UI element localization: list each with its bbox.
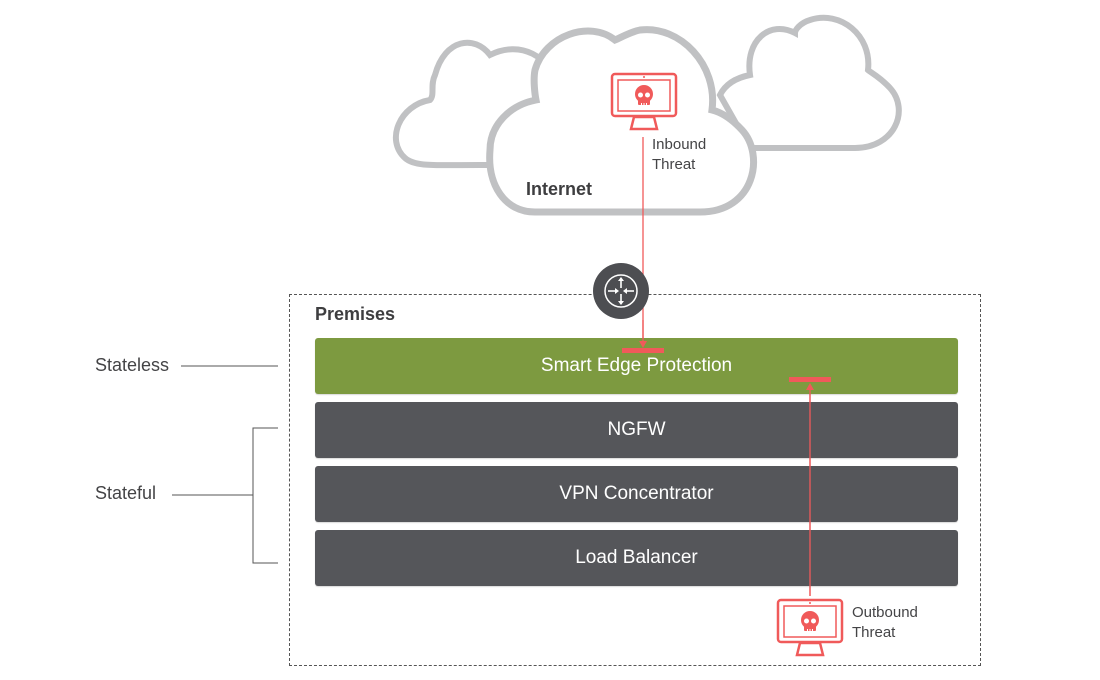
stateful-label: Stateful [95, 483, 157, 503]
layer-smart-edge-protection[interactable]: Smart Edge Protection [315, 338, 958, 394]
outbound-threat-line2: Threat [852, 624, 896, 641]
inbound-threat-line2: Threat [652, 156, 696, 173]
inbound-threat-label: Inbound Threat [652, 135, 706, 175]
stateless-label: Stateless [95, 355, 170, 375]
infected-monitor-icon [776, 598, 844, 657]
cloud-right [716, 14, 902, 151]
premises-label: Premises [315, 304, 396, 324]
internet-label: Internet [526, 179, 593, 199]
outbound-threat-label: Outbound Threat [852, 603, 918, 643]
layer-load-balancer[interactable]: Load Balancer [315, 530, 958, 586]
layer-ngfw[interactable]: NGFW [315, 402, 958, 458]
outbound-threat-line1: Outbound [852, 604, 918, 621]
layer-vpn-concentrator[interactable]: VPN Concentrator [315, 466, 958, 522]
stateful-bracket [252, 427, 278, 564]
cloud-internet [486, 26, 758, 216]
inbound-threat-line1: Inbound [652, 136, 707, 153]
infected-monitor-icon [610, 72, 678, 131]
router-icon[interactable] [592, 262, 650, 320]
